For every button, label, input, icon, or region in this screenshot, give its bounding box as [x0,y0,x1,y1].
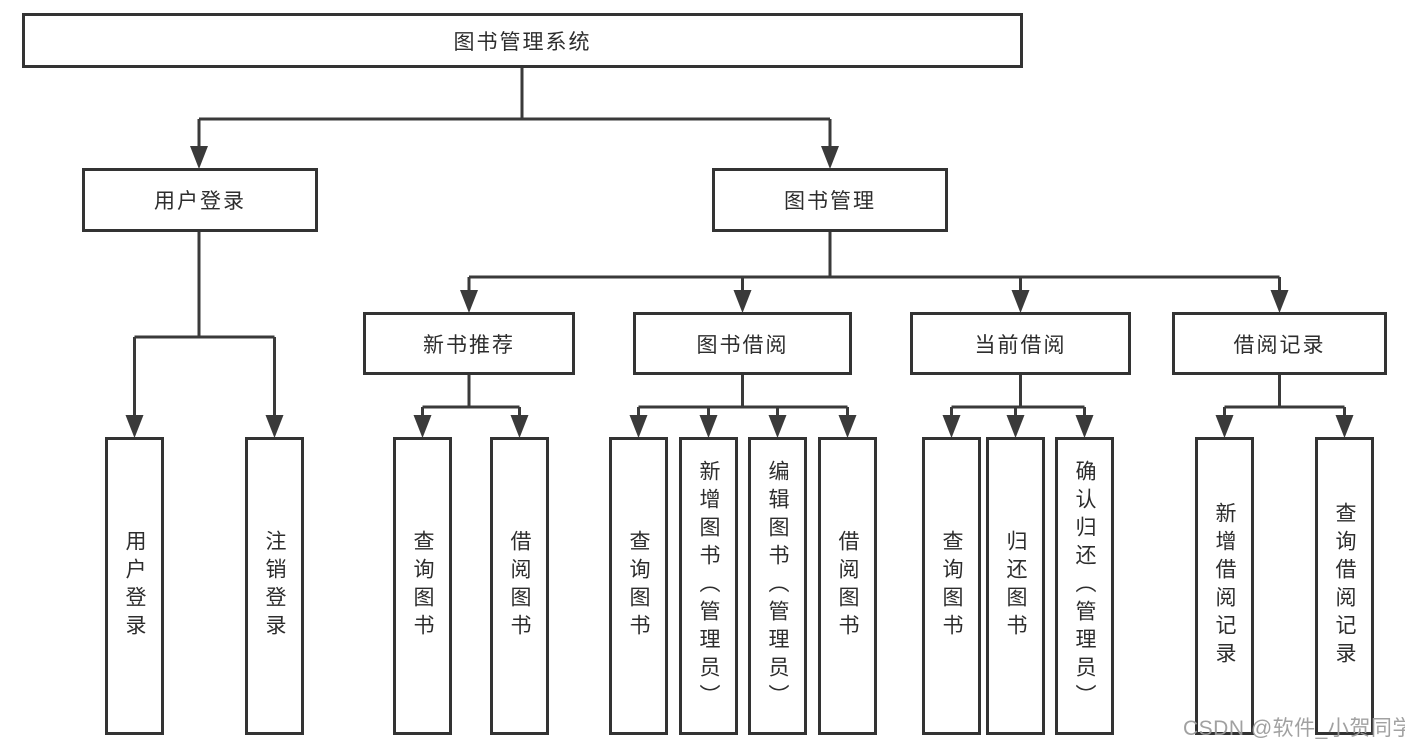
arrowhead-icon [1335,415,1354,438]
connector-records-leaves [1223,374,1346,416]
node-new-book-recommend: 新书推荐 [363,312,575,375]
connector-mgmt-level3 [467,231,1281,291]
node-label: 新书推荐 [423,333,515,357]
node-label: 查询图书 [627,530,650,642]
node-current-borrow: 当前借阅 [910,312,1131,375]
node-label: 当前借阅 [974,333,1067,357]
arrowhead-icon [190,146,208,169]
node-borrow-records: 借阅记录 [1172,312,1387,375]
arrowhead-icon [510,415,529,438]
connector-strokes [133,66,1346,416]
node-label: 借阅图书 [508,530,531,642]
leaf-newrec-borrow-books: 借阅图书 [490,437,549,735]
connector-newrec-leaves [421,374,521,416]
node-user-login: 用户登录 [82,168,318,232]
connector-current-leaves [950,374,1086,416]
leaf-borrow-query-books: 查询图书 [609,437,668,735]
arrowhead-icon [629,415,648,438]
node-label: 查询借阅记录 [1333,502,1356,670]
leaf-newrec-query-books: 查询图书 [393,437,452,735]
leaf-borrow-add-books-admin: 新增图书（管理员） [679,437,738,735]
arrowhead-icon [699,415,718,438]
node-label: 图书管理系统 [453,30,592,54]
connector-borrow-leaves [637,374,849,416]
arrowhead-icon [942,415,961,438]
leaf-current-return-books: 归还图书 [986,437,1045,735]
arrowhead-icon [1006,415,1025,438]
arrowhead-icon [733,290,752,313]
node-label: 图书借阅 [696,333,789,357]
arrowhead-icon [1215,415,1234,438]
arrowhead-icon [413,415,432,438]
node-label: 确认归还（管理员） [1073,460,1096,712]
arrowheads [125,146,1354,438]
node-label: 注销登录 [263,530,286,642]
arrowhead-icon [821,146,839,169]
node-label: 借阅记录 [1233,333,1326,357]
leaf-user-login: 用户登录 [105,437,164,735]
leaf-current-query-books: 查询图书 [922,437,981,735]
node-root-library-system: 图书管理系统 [22,13,1023,68]
arrowhead-icon [1270,290,1289,313]
node-label: 归还图书 [1004,530,1027,642]
node-label: 用户登录 [154,190,246,213]
arrowhead-icon [125,415,144,438]
node-label: 查询图书 [411,530,434,642]
arrowhead-icon [265,415,284,438]
arrowhead-icon [1011,290,1030,313]
leaf-records-query-record: 查询借阅记录 [1315,437,1374,735]
node-label: 编辑图书（管理员） [766,460,789,712]
leaf-borrow-borrow-books: 借阅图书 [818,437,877,735]
node-book-borrow: 图书借阅 [633,312,852,375]
leaf-current-confirm-return-admin: 确认归还（管理员） [1055,437,1114,735]
connector-login-leaves [133,231,276,416]
leaf-borrow-edit-books-admin: 编辑图书（管理员） [748,437,807,735]
leaf-logout: 注销登录 [245,437,304,735]
node-label: 新增借阅记录 [1213,502,1236,670]
node-book-management: 图书管理 [712,168,948,232]
arrowhead-icon [1075,415,1094,438]
leaf-records-add-record: 新增借阅记录 [1195,437,1254,735]
node-label: 查询图书 [940,530,963,642]
node-label: 图书管理 [784,190,876,213]
node-label: 新增图书（管理员） [697,460,720,712]
connector-root-level2 [197,66,832,147]
csdn-watermark: CSDN @软件_小贺同学 [1183,717,1405,740]
arrowhead-icon [838,415,857,438]
arrowhead-icon [768,415,787,438]
node-label: 借阅图书 [836,530,859,642]
node-label: 用户登录 [123,530,146,642]
arrowhead-icon [460,290,478,313]
